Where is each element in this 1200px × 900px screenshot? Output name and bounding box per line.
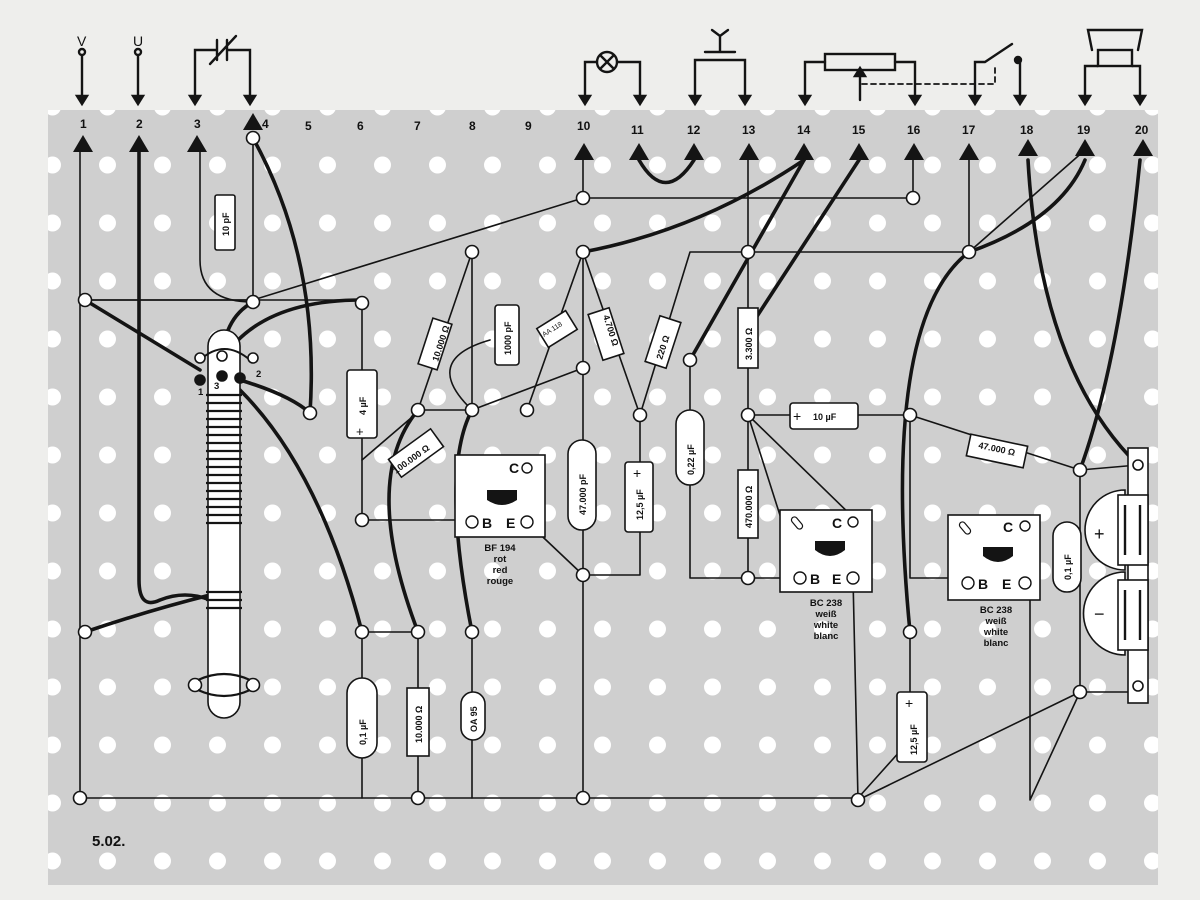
- diode-aa118: [535, 309, 579, 349]
- capacitor-10pf: [214, 194, 236, 251]
- capacitor-12-5uf-a: [624, 461, 654, 533]
- figure-label: 5.02.: [92, 833, 125, 850]
- terminal-number: 6: [357, 119, 364, 133]
- transistor-color-de: weiß: [814, 609, 836, 620]
- label-oa95: OA 95: [469, 706, 479, 732]
- transistor-color-de: rot: [494, 554, 508, 565]
- label-4uf: 4 µF: [358, 396, 368, 415]
- transistor-color-en: white: [983, 627, 1008, 638]
- terminal-number: 14: [797, 123, 811, 137]
- pin-e: E: [1002, 576, 1011, 592]
- terminal-number: 16: [907, 123, 921, 137]
- transistor-type: BF 194: [484, 543, 516, 554]
- coil-tap-label: 1: [198, 387, 204, 398]
- pin-b: B: [810, 571, 820, 587]
- label-4uf-plus: +: [356, 424, 364, 439]
- capacitor-0-22uf: [675, 409, 705, 486]
- pin-b: B: [978, 576, 988, 592]
- components: [214, 194, 1082, 763]
- label-0-22uf: 0,22 µF: [686, 444, 696, 475]
- capacitor-10uf: [789, 402, 859, 430]
- label-10uf-plus: +: [793, 408, 801, 424]
- coil-tap-label: 2: [256, 369, 261, 380]
- transistor-color-fr: blanc: [984, 638, 1009, 649]
- transistor-color-de: weiß: [984, 616, 1006, 627]
- top-symbol-row: [74, 28, 1148, 107]
- label-47000pf: 47.000 pF: [578, 473, 588, 515]
- top-label-v: V: [77, 33, 87, 49]
- resistor-10k-a: [417, 317, 453, 371]
- capacitor-47000pf: [567, 439, 597, 531]
- resistor-100k: [387, 427, 445, 479]
- terminal-number: 5: [305, 119, 312, 133]
- terminal-number: 9: [525, 119, 532, 133]
- wires-thick: [83, 136, 1142, 634]
- label-1000pf: 1000 pF: [503, 321, 513, 355]
- label-10uf: 10 µF: [813, 412, 837, 422]
- capacitor-1000pf: [494, 304, 520, 366]
- label-12-5uf-a-plus: +: [633, 465, 641, 481]
- terminal-number: 2: [136, 117, 143, 131]
- resistor-47k: [965, 433, 1029, 469]
- battery-holder: [1082, 447, 1149, 704]
- label-3300: 3.300 Ω: [744, 328, 754, 360]
- pin-c: C: [1003, 519, 1013, 535]
- transistor-color-fr: blanc: [814, 631, 839, 642]
- pin-b: B: [482, 515, 492, 531]
- terminal-number: 1: [80, 117, 87, 131]
- label-12-5uf-b: 12,5 µF: [909, 724, 919, 755]
- terminal-number: 12: [687, 123, 701, 137]
- label-0-1uf-a: 0,1 µF: [358, 719, 368, 745]
- transistor-color-en: white: [813, 620, 838, 631]
- pin-e: E: [506, 515, 515, 531]
- transistor-bc238-b: C B E BC 238 weiß white blanc: [947, 514, 1041, 649]
- capacitor-0-1uf-a: [346, 677, 378, 759]
- terminal-number: 18: [1020, 123, 1034, 137]
- label-10k-b: 10.000 Ω: [414, 706, 424, 743]
- terminal-row: 1 2 3 4 5 6 7 8 9 10 11 12 13 14 15 16 1…: [73, 113, 1153, 160]
- capacitor-12-5uf-b: [896, 691, 928, 763]
- capacitor-4uf: [346, 369, 378, 439]
- coil-tap-label: 3: [214, 381, 219, 392]
- resistor-4700: [587, 306, 625, 362]
- solder-nodes: [72, 130, 1088, 808]
- transistor-color-fr: rouge: [487, 576, 513, 587]
- label-12-5uf-a: 12,5 µF: [635, 489, 645, 520]
- resistor-220: [644, 314, 682, 370]
- capacitor-0-1uf-b: [1052, 521, 1082, 593]
- label-0-1uf-b: 0,1 µF: [1063, 554, 1073, 580]
- terminal-number: 10: [577, 119, 591, 133]
- resistor-470k: [737, 469, 759, 539]
- ferrite-antenna: [194, 329, 259, 719]
- resistor-3300: [737, 307, 759, 369]
- terminal-number: 15: [852, 123, 866, 137]
- terminal-number: 17: [962, 123, 976, 137]
- top-label-u: U: [133, 33, 143, 49]
- pin-c: C: [509, 460, 519, 476]
- terminal-number: 11: [631, 123, 644, 137]
- pin-c: C: [832, 515, 842, 531]
- transistor-color-en: red: [493, 565, 508, 576]
- label-470k: 470.000 Ω: [744, 486, 754, 528]
- battery-plus: +: [1094, 524, 1105, 544]
- terminal-number: 3: [194, 117, 201, 131]
- terminal-number: 8: [469, 119, 476, 133]
- terminal-number: 20: [1135, 123, 1149, 137]
- pin-e: E: [832, 571, 841, 587]
- transistor-type: BC 238: [980, 605, 1012, 616]
- terminal-number: 4: [262, 117, 269, 131]
- transistor-bc238-a: C B E BC 238 weiß white blanc: [779, 509, 873, 642]
- label-10pf: 10 pF: [221, 212, 231, 236]
- transistor-type: BC 238: [810, 598, 842, 609]
- transistor-bf194: C B E BF 194 rot red rouge: [454, 454, 546, 587]
- resistor-10k-b: [406, 687, 430, 757]
- diode-oa95: [460, 691, 486, 741]
- terminal-number: 19: [1077, 123, 1091, 137]
- label-12-5uf-b-plus: +: [905, 695, 913, 711]
- terminal-number: 13: [742, 123, 756, 137]
- terminal-number: 7: [414, 119, 421, 133]
- battery-minus: −: [1094, 604, 1105, 624]
